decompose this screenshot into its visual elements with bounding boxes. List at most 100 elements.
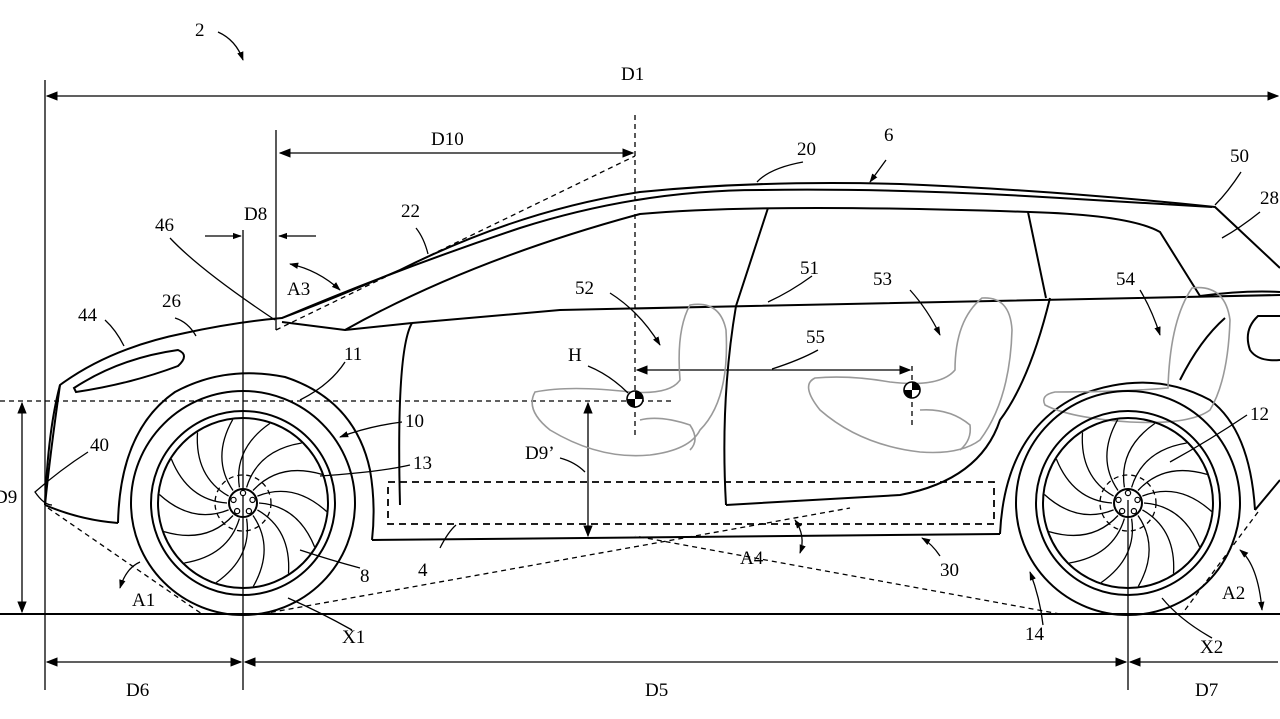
wheel-spoke — [1137, 469, 1208, 491]
ref-label-d8: D8 — [244, 204, 267, 225]
wheel-spoke — [1106, 419, 1119, 491]
leader-11 — [299, 361, 346, 401]
ref-label-d10: D10 — [431, 129, 464, 150]
leader-13 — [319, 464, 411, 477]
reference-labels: 2 D1 D10 20 6 50 28 22 D8 46 A3 26 44 51… — [0, 20, 1279, 701]
wheel-spoke — [252, 469, 323, 491]
hip-point-front — [626, 390, 644, 408]
b-pillar-door-cut — [723, 207, 769, 506]
ref-label-a4: A4 — [740, 548, 764, 569]
wheel-spoke — [1069, 518, 1126, 564]
wheel-spoke — [257, 509, 290, 574]
leader-50 — [1214, 171, 1242, 206]
angle-a1-arc — [119, 561, 141, 589]
lug-nut — [1118, 507, 1126, 515]
ref-label-20: 20 — [797, 139, 816, 160]
leader-26 — [174, 317, 197, 337]
leader-44 — [104, 319, 125, 347]
second-row-seat-cushion — [919, 408, 972, 451]
rear-wheel-arch — [999, 381, 1256, 535]
ref-label-h: H — [568, 345, 582, 366]
approach-angle-line — [47, 507, 203, 615]
ref-label-x1: X1 — [342, 627, 365, 648]
ref-label-2: 2 — [195, 20, 205, 41]
ref-label-a1: A1 — [132, 590, 155, 611]
c-pillar — [1027, 211, 1047, 299]
lug-nut — [230, 496, 237, 504]
leader-46 — [169, 237, 276, 321]
ref-label-d9: D9 — [0, 487, 17, 508]
angle-a2-arc — [1239, 549, 1265, 611]
front-fascia — [44, 384, 61, 506]
front-rim-inner — [157, 417, 329, 589]
front-brake-disc — [214, 474, 272, 532]
window-top-frame — [344, 206, 1201, 331]
rear-door-cut — [725, 297, 1051, 506]
lug-nut — [1124, 489, 1132, 497]
wheel-spoke — [170, 458, 228, 504]
ref-label-40: 40 — [90, 435, 109, 456]
leader-6 — [869, 159, 887, 183]
ref-label-52: 52 — [575, 278, 594, 299]
leader-28 — [1221, 211, 1261, 239]
lug-nut — [1115, 496, 1122, 504]
ref-label-26: 26 — [162, 291, 181, 312]
leader-20 — [756, 161, 804, 183]
leader-54 — [1139, 289, 1161, 336]
ref-label-28: 28 — [1260, 188, 1279, 209]
headlamp — [72, 348, 185, 394]
rear-brake-disc — [1099, 474, 1157, 532]
ref-label-55: 55 — [806, 327, 825, 348]
leader-10 — [339, 421, 403, 438]
front-hub — [228, 488, 258, 518]
wheel-spoke — [221, 419, 234, 491]
leader-12 — [1169, 414, 1248, 463]
ref-label-30: 30 — [940, 560, 959, 581]
lug-nut — [239, 489, 247, 497]
ref-label-6: 6 — [884, 125, 894, 146]
ref-label-13: 13 — [413, 453, 432, 474]
rear-quarter-line — [1179, 317, 1226, 381]
front-seat-cushion — [639, 417, 696, 451]
rear-wheel-spokes — [1043, 419, 1213, 587]
rear-hub — [1113, 488, 1143, 518]
beltline — [411, 294, 1280, 324]
lug-nut — [1130, 507, 1138, 515]
reference-lines — [0, 80, 1280, 690]
tail-light — [1246, 315, 1280, 362]
ref-label-22: 22 — [401, 201, 420, 222]
wheel-spoke — [1055, 458, 1113, 504]
front-wheel-arch — [117, 372, 375, 541]
wheel-spoke — [184, 518, 241, 564]
leader-X1 — [287, 597, 353, 631]
wheel-spoke — [215, 518, 249, 584]
dimension-lines — [17, 91, 1280, 667]
wheel-spoke — [1142, 490, 1213, 512]
front-wheel-spokes — [158, 419, 328, 587]
wheel-spoke — [1081, 432, 1114, 497]
front-seat — [531, 303, 728, 457]
ref-label-46: 46 — [155, 215, 174, 236]
wheel-spoke — [245, 442, 302, 488]
leader-8 — [299, 549, 361, 569]
wheel-spoke — [1143, 502, 1201, 548]
ref-label-a3: A3 — [287, 279, 310, 300]
body-roof-outline — [44, 182, 1280, 506]
leader-H — [587, 365, 629, 394]
rear-rim-inner — [1042, 417, 1214, 589]
lug-nut — [245, 507, 253, 515]
vehicle-body — [44, 182, 1280, 541]
departure-angle-line — [1181, 511, 1259, 615]
leader-22 — [415, 227, 429, 255]
ref-label-11: 11 — [344, 344, 362, 365]
seats — [531, 286, 1231, 457]
ref-label-d6: D6 — [126, 680, 149, 701]
rear-quarter-window — [1199, 290, 1280, 297]
third-row-seat — [1042, 286, 1231, 424]
front-wheel — [130, 390, 356, 616]
wheel-spoke — [252, 515, 265, 587]
leader-52 — [609, 292, 661, 346]
leader-55 — [771, 349, 819, 370]
leader-30 — [921, 537, 941, 557]
windshield-angle-line — [275, 155, 636, 331]
